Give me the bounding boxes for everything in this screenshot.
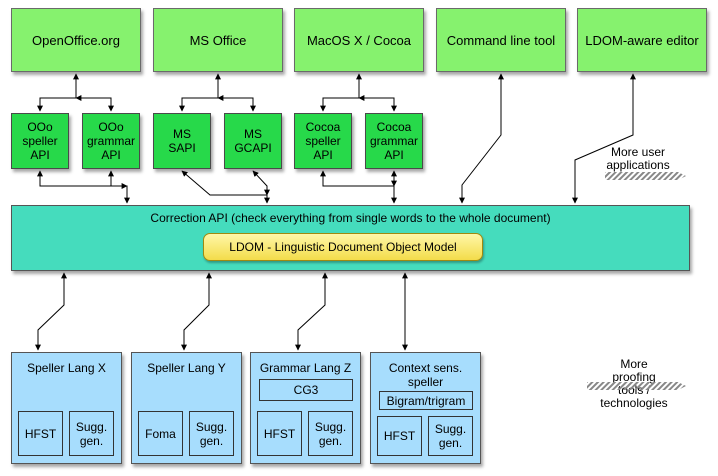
connector-api-ms-gcapi (252, 170, 270, 196)
tool-part-sugg-gen: Sugg. gen. (189, 411, 234, 456)
tool-part-hfst: HFST (18, 411, 63, 456)
app-openoffice: OpenOffice.org (11, 8, 141, 72)
tool-part-hfst: HFST (257, 411, 302, 456)
tool-part-sugg-gen: Sugg. gen. (428, 416, 473, 456)
tool-speller-lang-x: Speller Lang X HFST Sugg. gen. (11, 352, 122, 464)
tool-grammar-lang-z: Grammar Lang Z CG3 HFST Sugg. gen. (250, 352, 361, 464)
connector-tool-z (295, 272, 328, 351)
app-label: LDOM-aware editor (585, 32, 699, 48)
connector-tool-x (35, 272, 67, 351)
connector-cocoa-grammar (358, 95, 397, 112)
tool-title: Speller Lang Y (147, 361, 226, 375)
connector-ldom-editor (572, 73, 636, 204)
more-proofing-tools-label: More proofing tools / technologies (600, 357, 668, 410)
app-label: MS Office (189, 32, 247, 48)
tool-part-cg3: CG3 (259, 379, 353, 401)
connector-api-ms-sapi (181, 170, 270, 204)
ldom-box: LDOM - Linguistic Document Object Model (203, 233, 483, 261)
api-ooo-speller: OOo speller API (11, 113, 69, 169)
api-label: Cocoa speller API (305, 120, 341, 162)
tool-part-hfst: HFST (377, 416, 422, 456)
tool-part-bigram-trigram: Bigram/trigram (379, 391, 473, 410)
api-ooo-grammar: OOo grammar API (82, 113, 140, 169)
connector-ooo-grammar (75, 95, 114, 112)
tool-part-sugg-gen: Sugg. gen. (69, 411, 114, 456)
ldom-label: LDOM - Linguistic Document Object Model (229, 240, 457, 254)
connector-ms-sapi (179, 73, 221, 112)
app-label: Command line tool (446, 32, 556, 48)
api-label: OOo grammar API (86, 120, 135, 162)
tool-speller-lang-y: Speller Lang Y Foma Sugg. gen. (131, 352, 242, 464)
app-macos-cocoa: MacOS X / Cocoa (294, 8, 424, 72)
connector-ms-gcapi (217, 95, 256, 112)
tool-part-foma: Foma (138, 411, 183, 456)
api-ms-gcapi: MS GCAPI (224, 113, 282, 169)
api-label: MS SAPI (168, 127, 196, 155)
app-ldom-aware-editor: LDOM-aware editor (577, 8, 707, 72)
correction-api-box: Correction API (check everything from si… (11, 205, 690, 271)
connector-tool-y (181, 272, 212, 351)
app-ms-office: MS Office (153, 8, 283, 72)
api-label: Cocoa grammar API (369, 120, 418, 162)
tool-title: Speller Lang X (27, 361, 106, 375)
connector-ooo-speller (37, 73, 79, 112)
connector-command-line (459, 73, 504, 204)
api-label: MS GCAPI (234, 127, 272, 155)
tool-title: Context sens. speller (388, 361, 463, 389)
connector-cocoa-speller (320, 73, 362, 112)
connector-api-cocoa-speller (320, 170, 397, 204)
api-label: OOo speller API (22, 120, 58, 162)
api-cocoa-grammar: Cocoa grammar API (365, 113, 423, 169)
more-tools-arrow (587, 382, 686, 390)
app-label: OpenOffice.org (32, 32, 120, 48)
tool-context-sensitive-speller: Context sens. speller Bigram/trigram HFS… (370, 352, 481, 464)
api-ms-sapi: MS SAPI (153, 113, 211, 169)
connector-api-ooo-speller (37, 170, 130, 204)
api-cocoa-speller: Cocoa speller API (294, 113, 352, 169)
connector-api-ooo-grammar (108, 170, 128, 189)
tool-title: Grammar Lang Z (259, 361, 352, 375)
app-label: MacOS X / Cocoa (306, 32, 412, 48)
tool-part-sugg-gen: Sugg. gen. (308, 411, 353, 456)
correction-api-title: Correction API (check everything from si… (150, 211, 551, 225)
more-user-apps-arrow (605, 172, 686, 180)
app-command-line-tool: Command line tool (436, 8, 566, 72)
